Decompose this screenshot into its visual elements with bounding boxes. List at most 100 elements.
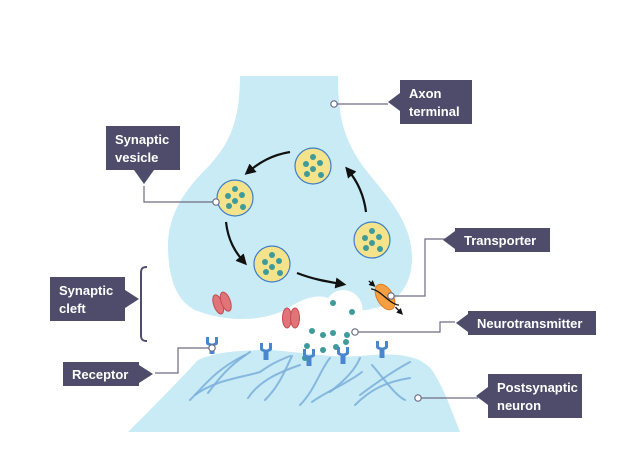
synaptic-vesicles: [216, 147, 391, 283]
leader-line: [391, 238, 450, 297]
label-text: cleft: [59, 301, 86, 316]
neurotransmitter-molecule: [304, 343, 310, 349]
neurotransmitter-dot: [369, 228, 375, 234]
synaptic-vesicle: [253, 245, 291, 283]
label-text: Receptor: [72, 367, 128, 382]
leader-synaptic-vesicle: [143, 186, 220, 206]
label-box: [400, 80, 472, 124]
label-pointer: [456, 314, 468, 332]
leader-dot: [212, 198, 220, 206]
receptor-stem: [306, 356, 312, 366]
neurotransmitter-dot: [240, 204, 246, 210]
label-postsynaptic-neuron: Postsynaptic neuron: [476, 374, 582, 418]
synaptic-cleft-bracket: [140, 266, 148, 342]
synaptic-vesicle: [216, 179, 254, 217]
receptor: [376, 341, 388, 358]
label-box: [63, 362, 139, 386]
leader-receptor: [155, 344, 216, 374]
transporter-divider: [370, 288, 400, 306]
neurotransmitter-dot: [363, 245, 369, 251]
neurotransmitter-dot: [269, 264, 275, 270]
label-box: [50, 277, 125, 321]
dendrite-fibre: [189, 354, 246, 401]
neurotransmitter-dot: [310, 166, 316, 172]
label-pointer: [125, 290, 139, 308]
receptor: [260, 343, 272, 360]
label-text: Synaptic: [59, 283, 113, 298]
label-synaptic-cleft: Synaptic cleft: [50, 277, 139, 321]
neurotransmitter-dot: [317, 160, 323, 166]
label-transporter: Transporter: [443, 228, 550, 252]
label-text: vesicle: [115, 150, 158, 165]
neurotransmitter-dot: [269, 252, 275, 258]
synaptic-vesicle: [294, 147, 332, 185]
neurotransmitter-dot: [318, 172, 324, 178]
neurotransmitter-molecule: [320, 347, 326, 353]
neurotransmitter-dot: [225, 193, 231, 199]
neurotransmitter-dot: [226, 203, 232, 209]
dendrite-fibre: [247, 364, 301, 399]
leader-line: [355, 321, 455, 333]
label-pointer: [476, 387, 488, 405]
ion-channels: [212, 291, 300, 329]
receptor-stem: [263, 350, 269, 360]
dendrite-fibre: [207, 351, 251, 394]
dendrite-fibre: [354, 377, 411, 406]
channel-subunit: [290, 307, 300, 329]
dendrite-fibre: [359, 361, 411, 396]
dendrite-fibre: [371, 364, 406, 401]
channel-subunit: [219, 291, 232, 312]
neurotransmitter-dot: [362, 235, 368, 241]
label-box: [106, 126, 180, 170]
dendrite-fibre: [299, 357, 331, 406]
neurotransmitter-dot: [376, 234, 382, 240]
receptor-binding-site: [260, 343, 272, 352]
neurotransmitter-dot: [263, 269, 269, 275]
neurotransmitter-dot: [369, 240, 375, 246]
neurotransmitter-dot: [232, 186, 238, 192]
leader-line: [143, 186, 216, 203]
ion-channel: [282, 307, 300, 329]
receptor-stem: [340, 354, 346, 364]
leader-line: [155, 347, 212, 374]
dendrite-fibre: [194, 355, 291, 396]
neurotransmitter-molecule: [343, 339, 349, 345]
label-pointer: [134, 170, 154, 184]
neurotransmitter-dot: [304, 171, 310, 177]
neurotransmitter-dot: [262, 259, 268, 265]
cycle-arrow: [224, 221, 247, 266]
leader-transporter: [387, 238, 450, 300]
label-synaptic-vesicle: Synaptic vesicle: [106, 126, 180, 184]
neurotransmitter-dot: [239, 192, 245, 198]
neurotransmitter-molecule: [349, 309, 355, 315]
label-text: Synaptic: [115, 132, 169, 147]
label-text: neuron: [497, 398, 541, 413]
receptors: [206, 337, 388, 366]
label-box: [488, 374, 582, 418]
label-box: [455, 228, 550, 252]
label-text: Postsynaptic: [497, 380, 578, 395]
leader-dot: [351, 328, 359, 336]
axon-terminal-body: [168, 76, 412, 319]
synaptic-vesicle: [353, 221, 391, 259]
receptor: [337, 347, 349, 364]
receptor-binding-site: [206, 337, 218, 346]
vesicle-cycle-arrows: [224, 150, 368, 289]
receptor-binding-site: [337, 347, 349, 356]
transporter-protein: [368, 280, 404, 315]
label-text: terminal: [409, 104, 460, 119]
transporter-arrow-up: [368, 280, 376, 287]
leader-axon-terminal: [330, 100, 388, 108]
neurotransmitter-dot: [377, 246, 383, 252]
receptor-binding-site: [303, 349, 315, 358]
neurotransmitter-dot: [232, 198, 238, 204]
dendrite-fibre: [264, 355, 293, 401]
label-receptor: Receptor: [63, 362, 153, 386]
dendrite-fibre: [329, 357, 361, 393]
label-neurotransmitter: Neurotransmitter: [456, 311, 596, 335]
transporter-arrow-down: [394, 306, 404, 315]
leader-dot: [208, 344, 216, 352]
label-pointer: [443, 231, 455, 249]
